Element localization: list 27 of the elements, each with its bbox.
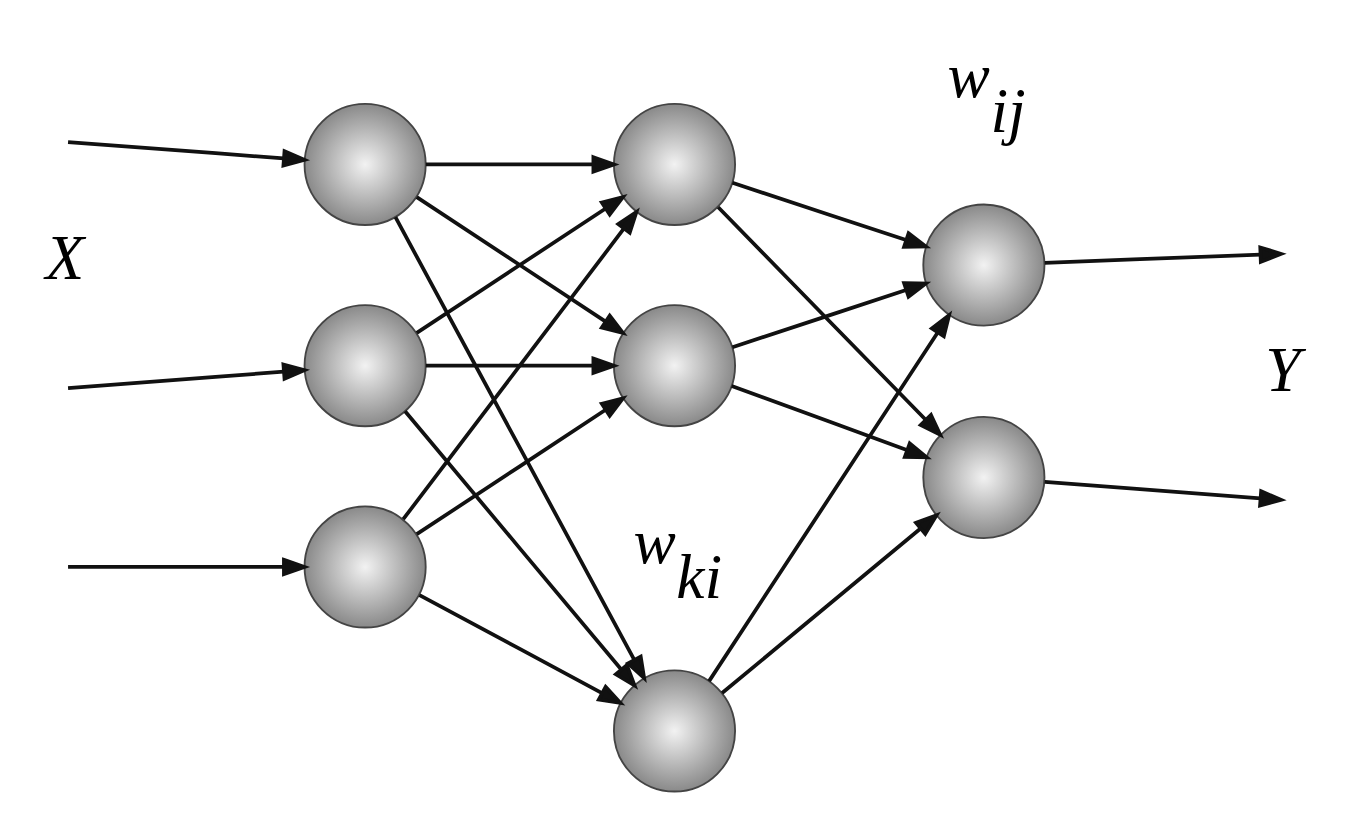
- label: X: [45, 222, 85, 293]
- arrow: [1044, 479, 1287, 508]
- node-circle: [613, 668, 736, 792]
- arrow: [415, 394, 628, 536]
- arrow: [1044, 244, 1287, 265]
- arrow: [425, 154, 620, 174]
- arrow: [425, 355, 620, 375]
- arrow: [731, 180, 932, 249]
- arrow: [68, 556, 311, 577]
- arrow: [403, 409, 639, 690]
- arrow: [393, 215, 647, 683]
- arrow: [716, 205, 945, 439]
- arrow: [67, 139, 311, 168]
- node-circle: [613, 102, 736, 226]
- arrow: [67, 361, 311, 390]
- node-circle: [303, 504, 427, 628]
- node-circle: [922, 203, 1046, 327]
- arrow: [418, 593, 626, 706]
- node-circle: [922, 415, 1046, 539]
- node-circle: [303, 303, 427, 427]
- arrow: [720, 511, 941, 694]
- node-circle: [303, 102, 427, 226]
- arrow: [731, 383, 932, 459]
- arrow: [707, 310, 953, 682]
- node-circle: [613, 303, 736, 427]
- arrow: [401, 207, 640, 520]
- arrow: [731, 280, 932, 349]
